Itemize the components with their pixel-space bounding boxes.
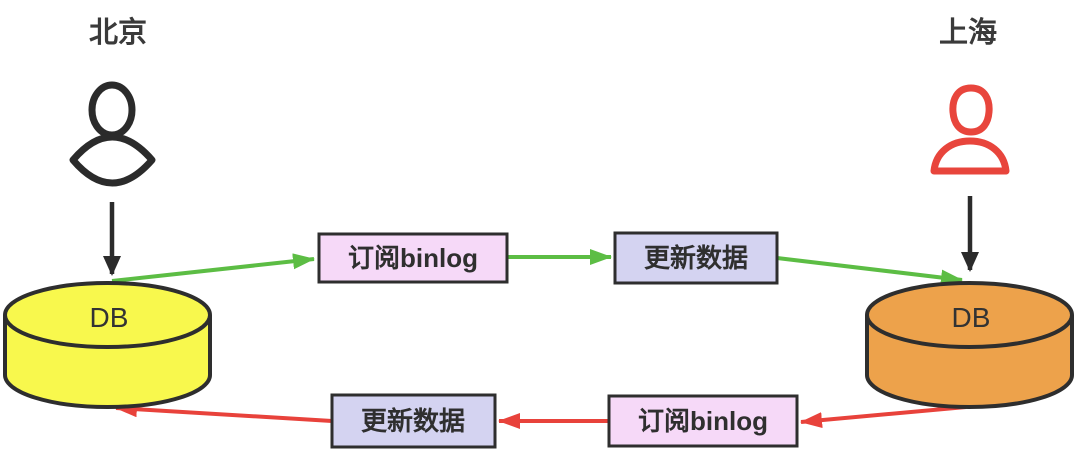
forward-update-data-box: [613, 231, 779, 285]
forward-arrow-db-to-subscribe: [111, 253, 315, 283]
shanghai-user-head: [949, 84, 993, 136]
backward-update-data-label: 更新数据: [361, 406, 465, 436]
beijing-db-top: [3, 281, 212, 349]
beijing-user-body: [69, 133, 156, 187]
backward-update-data-box: [330, 393, 497, 449]
beijing-user-icon: [69, 81, 156, 187]
forward-subscribe-binlog-box: [317, 232, 509, 284]
forward-update-data-node: 更新数据: [613, 231, 779, 285]
beijing-db-cylinder: DB: [3, 281, 212, 409]
shanghai-user-icon: [930, 84, 1010, 175]
backward-subscribe-binlog-box: [607, 394, 799, 448]
backward-subscribe-binlog-node: 订阅binlog: [607, 394, 799, 448]
backward-arrow-update-to-db: [115, 401, 333, 423]
shanghai-user-body: [930, 137, 1010, 175]
backward-arrow-db-to-subscribe: [800, 405, 967, 429]
shanghai-db-label: DB: [952, 302, 991, 333]
backward-update-data-node: 更新数据: [330, 393, 497, 449]
shanghai-site-label: 上海: [939, 16, 997, 49]
forward-arrow-update-to-db: [776, 256, 963, 286]
shanghai-db-top: [865, 281, 1074, 349]
beijing-site-label: 北京: [89, 15, 147, 49]
forward-update-data-label: 更新数据: [644, 243, 748, 273]
backward-subscribe-binlog-label: 订阅binlog: [638, 406, 768, 436]
shanghai-db-cylinder: DB: [865, 281, 1074, 409]
forward-subscribe-binlog-node: 订阅binlog: [317, 232, 509, 284]
beijing-db-label: DB: [90, 302, 129, 333]
beijing-user-head: [88, 81, 136, 139]
forward-subscribe-binlog-label: 订阅binlog: [348, 243, 478, 273]
